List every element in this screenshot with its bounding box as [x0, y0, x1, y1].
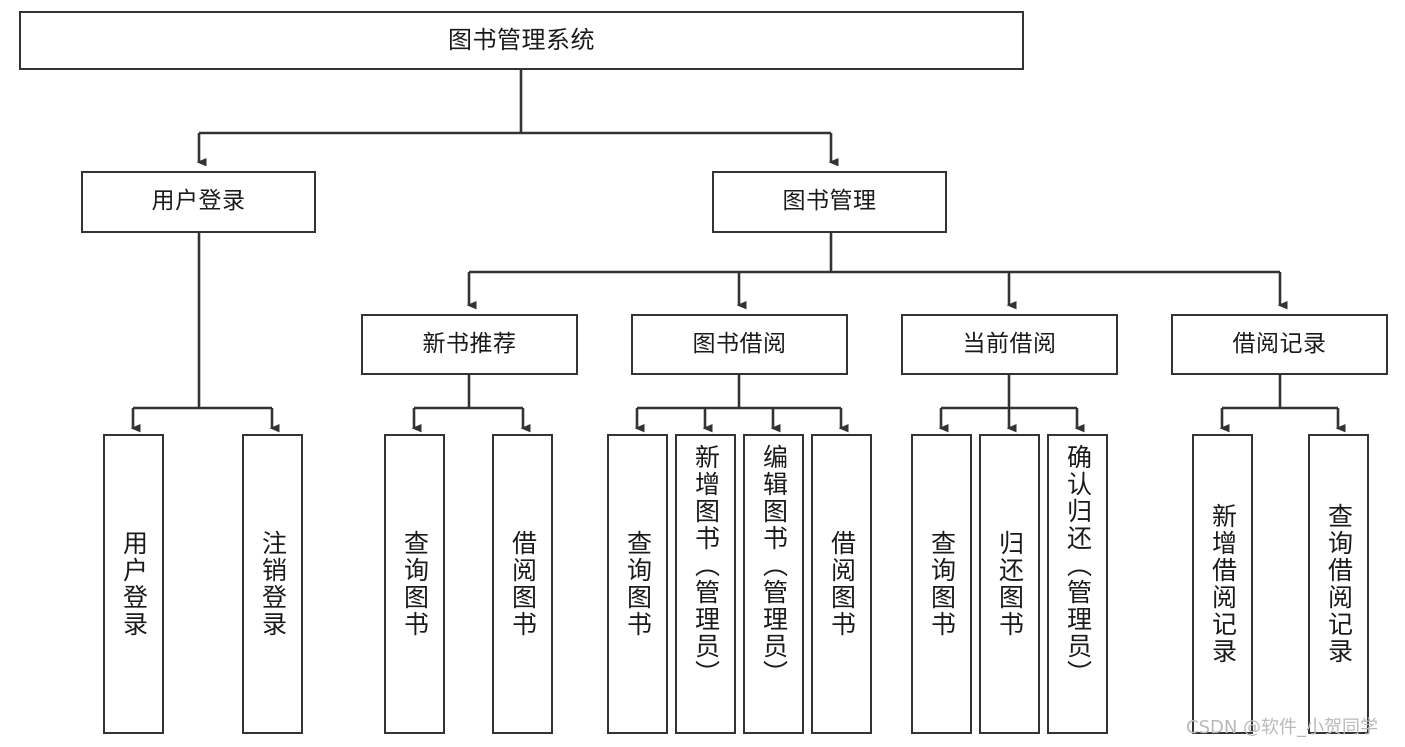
leaf-borrow-book-1-label: 借阅图书	[508, 530, 538, 638]
leaf-return-book-label: 归还图书	[995, 530, 1025, 638]
leaf-user-login[interactable]: 用户登录	[103, 434, 164, 734]
node-book-borrow[interactable]: 图书借阅	[631, 314, 848, 375]
leaf-edit-book-label: 编辑图书（管理员）	[759, 444, 789, 687]
leaf-return-book[interactable]: 归还图书	[979, 434, 1040, 734]
leaf-query-book-1-label: 查询图书	[400, 530, 430, 638]
node-borrow-record-label: 借阅记录	[1232, 330, 1327, 357]
node-user-login[interactable]: 用户登录	[81, 171, 316, 233]
node-root[interactable]: 图书管理系统	[19, 11, 1024, 70]
leaf-query-book-2[interactable]: 查询图书	[607, 434, 668, 734]
leaf-edit-book[interactable]: 编辑图书（管理员）	[743, 434, 804, 734]
leaf-query-record-label: 查询借阅记录	[1324, 503, 1354, 665]
leaf-query-book-2-label: 查询图书	[623, 530, 653, 638]
node-book-borrow-label: 图书借阅	[692, 330, 787, 357]
node-new-book-rec[interactable]: 新书推荐	[361, 314, 578, 375]
node-borrow-record[interactable]: 借阅记录	[1171, 314, 1388, 375]
node-book-manage-label: 图书管理	[782, 188, 877, 215]
leaf-user-logout-label: 注销登录	[258, 530, 288, 638]
leaf-query-book-3[interactable]: 查询图书	[911, 434, 972, 734]
leaf-confirm-return[interactable]: 确认归还（管理员）	[1047, 434, 1108, 734]
leaf-borrow-book-2[interactable]: 借阅图书	[811, 434, 872, 734]
leaf-borrow-book-1[interactable]: 借阅图书	[492, 434, 553, 734]
node-new-book-rec-label: 新书推荐	[422, 330, 517, 357]
leaf-add-book[interactable]: 新增图书（管理员）	[675, 434, 736, 734]
csdn-watermark: CSDN @软件_小贺同学	[1186, 717, 1379, 738]
node-current-borrow-label: 当前借阅	[962, 330, 1057, 357]
node-current-borrow[interactable]: 当前借阅	[901, 314, 1118, 375]
leaf-query-book-1[interactable]: 查询图书	[384, 434, 445, 734]
leaf-add-record-label: 新增借阅记录	[1208, 503, 1238, 665]
node-book-manage[interactable]: 图书管理	[712, 171, 947, 233]
leaf-query-record[interactable]: 查询借阅记录	[1308, 434, 1369, 734]
leaf-user-logout[interactable]: 注销登录	[242, 434, 303, 734]
leaf-user-login-label: 用户登录	[119, 530, 149, 638]
node-user-login-label: 用户登录	[151, 188, 246, 215]
leaf-confirm-return-label: 确认归还（管理员）	[1063, 444, 1093, 687]
node-root-label: 图书管理系统	[448, 26, 595, 55]
leaf-add-book-label: 新增图书（管理员）	[691, 444, 721, 687]
leaf-query-book-3-label: 查询图书	[927, 530, 957, 638]
leaf-borrow-book-2-label: 借阅图书	[827, 530, 857, 638]
leaf-add-record[interactable]: 新增借阅记录	[1192, 434, 1253, 734]
